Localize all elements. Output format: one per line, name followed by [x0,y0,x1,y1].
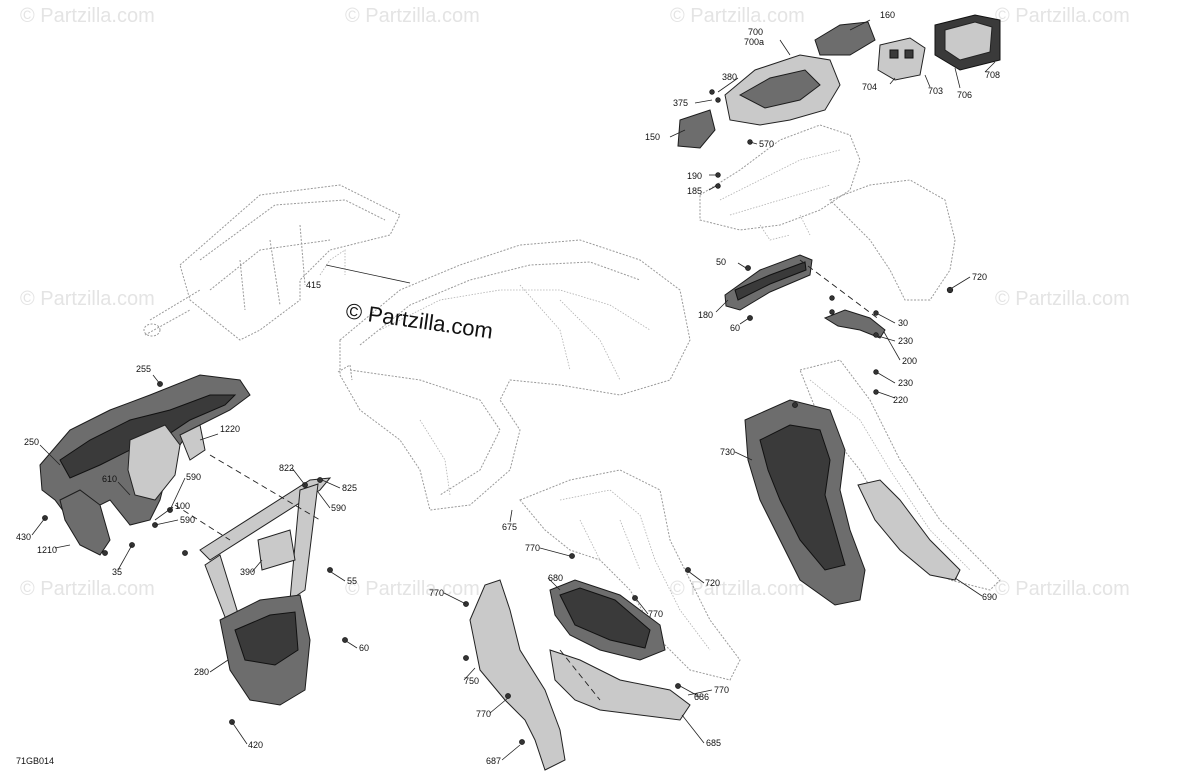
bracket-280 [182,477,348,725]
part-390-plate[interactable] [257,529,296,571]
label-375[interactable]: 375 [673,98,688,108]
watermark-mid-left: © Partzilla.com [20,288,155,310]
label-390[interactable]: 390 [240,567,255,577]
watermark-bottom-far-right: © Partzilla.com [995,578,1130,600]
label-590-lower[interactable]: 590 [180,515,195,525]
label-180[interactable]: 180 [698,310,713,320]
label-730[interactable]: 730 [720,447,735,457]
assembly-lines [174,259,881,701]
label-200[interactable]: 200 [902,356,917,366]
label-704[interactable]: 704 [862,82,877,92]
watermark-bottom-left: © Partzilla.com [20,578,155,600]
watermark-bottom-right: © Partzilla.com [670,578,805,600]
part-750-panel[interactable] [469,579,566,771]
label-720-upper[interactable]: 720 [972,272,987,282]
label-1210[interactable]: 1210 [37,545,57,555]
watermark-top-left: © Partzilla.com [20,5,155,27]
label-675[interactable]: 675 [502,522,517,532]
label-160[interactable]: 160 [880,10,895,20]
diagram-code: 71GB014 [16,756,54,766]
label-415[interactable]: 415 [306,280,321,290]
label-706[interactable]: 706 [957,90,972,100]
watermark-top-far-right: © Partzilla.com [995,5,1130,27]
label-380[interactable]: 380 [722,72,737,82]
label-220[interactable]: 220 [893,395,908,405]
label-280[interactable]: 280 [194,667,209,677]
label-708[interactable]: 708 [985,70,1000,80]
label-686[interactable]: 686 [694,692,709,702]
label-55[interactable]: 55 [347,576,357,586]
label-250[interactable]: 250 [24,437,39,447]
watermark-top-right: © Partzilla.com [670,5,805,27]
ghost-fender-center [337,239,691,511]
ghost-frame-left [143,184,401,341]
part-704-bracket[interactable] [877,37,926,81]
center-watermark: © Partzilla.com [344,298,494,343]
label-825[interactable]: 825 [342,483,357,493]
watermark-top-center: © Partzilla.com [345,5,480,27]
part-690-panel[interactable] [857,479,961,581]
label-720-lower[interactable]: 720 [705,578,720,588]
front-console-250 [39,374,251,556]
leader-lines [31,19,996,761]
label-230-lower[interactable]: 230 [898,378,913,388]
part-1210-panel[interactable] [59,489,111,556]
label-770-b[interactable]: 770 [429,588,444,598]
label-50[interactable]: 50 [716,257,726,267]
watermark-mid-right: © Partzilla.com [995,288,1130,310]
label-703[interactable]: 703 [928,86,943,96]
label-690[interactable]: 690 [982,592,997,602]
label-770-c[interactable]: 770 [648,609,663,619]
label-570[interactable]: 570 [759,139,774,149]
label-770-d[interactable]: 770 [714,685,729,695]
label-1220[interactable]: 1220 [220,424,240,434]
part-1220-cover[interactable] [179,424,206,461]
label-700a[interactable]: 700a [744,37,764,47]
label-60-upper[interactable]: 60 [730,323,740,333]
part-160-cover[interactable] [814,21,876,56]
console-parts [677,14,1001,189]
label-770-a[interactable]: 770 [525,543,540,553]
label-35[interactable]: 35 [112,567,122,577]
label-750[interactable]: 750 [464,676,479,686]
part-685-panel[interactable] [549,649,691,721]
label-610[interactable]: 610 [102,474,117,484]
callout-labels: 160 700 700a 380 375 150 570 704 703 706… [16,10,1000,766]
label-700[interactable]: 700 [748,27,763,37]
label-255[interactable]: 255 [136,364,151,374]
label-687[interactable]: 687 [486,756,501,766]
side-panels-right [744,399,961,606]
ghost-right-structure [699,124,1001,591]
label-190[interactable]: 190 [687,171,702,181]
label-685[interactable]: 685 [706,738,721,748]
lower-panels [463,553,691,771]
label-680[interactable]: 680 [548,573,563,583]
support-200 [823,295,886,395]
label-30[interactable]: 30 [898,318,908,328]
watermark-bottom-center: © Partzilla.com [345,578,480,600]
label-770-e[interactable]: 770 [476,709,491,719]
label-230-upper[interactable]: 230 [898,336,913,346]
label-590-right[interactable]: 590 [331,503,346,513]
watermark-layer: © Partzilla.com © Partzilla.com © Partzi… [20,5,1130,600]
label-60-lower[interactable]: 60 [359,643,369,653]
label-100[interactable]: 100 [175,501,190,511]
label-822[interactable]: 822 [279,463,294,473]
bracket-50-180 [724,254,954,321]
label-420[interactable]: 420 [248,740,263,750]
part-200-support[interactable] [823,309,886,339]
label-430[interactable]: 430 [16,532,31,542]
ghost-fender-lower [519,469,741,681]
label-185[interactable]: 185 [687,186,702,196]
part-150-panel[interactable] [677,109,716,149]
label-590-left[interactable]: 590 [186,472,201,482]
label-150[interactable]: 150 [645,132,660,142]
